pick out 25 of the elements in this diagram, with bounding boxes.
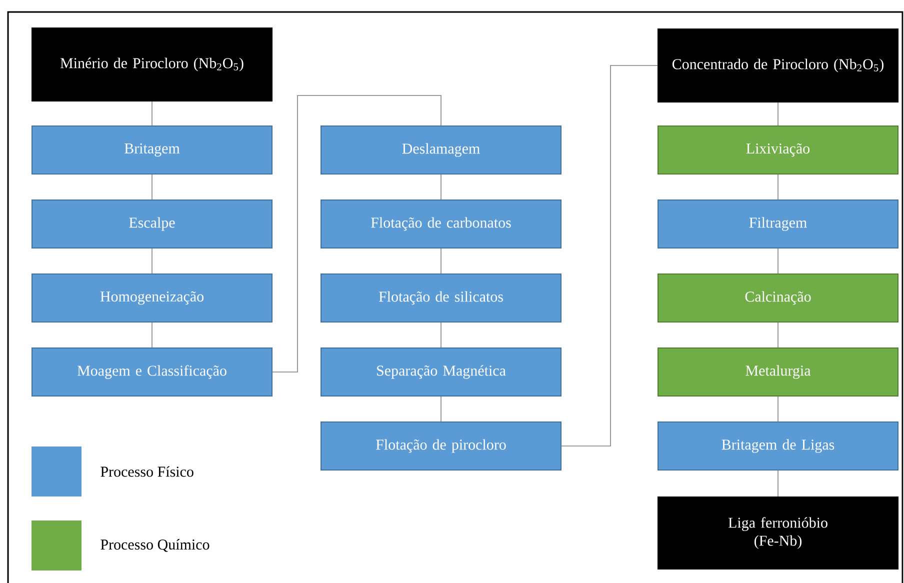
connector-line bbox=[272, 95, 442, 372]
process-box: Flotação de silicatos bbox=[320, 273, 562, 322]
process-box: Lixiviação bbox=[658, 125, 898, 174]
process-box: Metalurgia bbox=[658, 347, 898, 396]
process-box: Flotação de pirocloro bbox=[320, 421, 562, 470]
connector-line bbox=[561, 65, 658, 446]
connector-line bbox=[440, 174, 442, 200]
product-box: Minério de Pirocloro (Nb$_{2}$O$_{5}$) bbox=[32, 28, 272, 102]
process-box: Filtragem bbox=[658, 200, 898, 248]
product-box: Concentrado de Pirocloro (Nb$_{2}$O$_{5}$) bbox=[658, 28, 898, 102]
connector-line bbox=[440, 322, 442, 348]
connector-line bbox=[440, 396, 442, 422]
process-box: Homogeneização bbox=[32, 273, 272, 322]
process-box: Deslamagem bbox=[320, 125, 562, 174]
process-box: Moagem e Classificação bbox=[32, 347, 272, 396]
product-box: Liga ferronióbio (Fe-Nb) bbox=[658, 496, 898, 570]
legend-label: Processo Físico bbox=[100, 466, 194, 477]
process-box: Flotação de carbonatos bbox=[320, 200, 562, 248]
process-box: Separação Magnética bbox=[320, 347, 562, 396]
connector-line bbox=[440, 248, 442, 274]
process-box: Escalpe bbox=[32, 200, 272, 248]
process-box: Britagem de Ligas bbox=[658, 421, 898, 470]
legend-label: Processo Químico bbox=[100, 539, 210, 552]
process-box: Calcinação bbox=[658, 273, 898, 322]
process-box: Britagem bbox=[32, 125, 272, 174]
